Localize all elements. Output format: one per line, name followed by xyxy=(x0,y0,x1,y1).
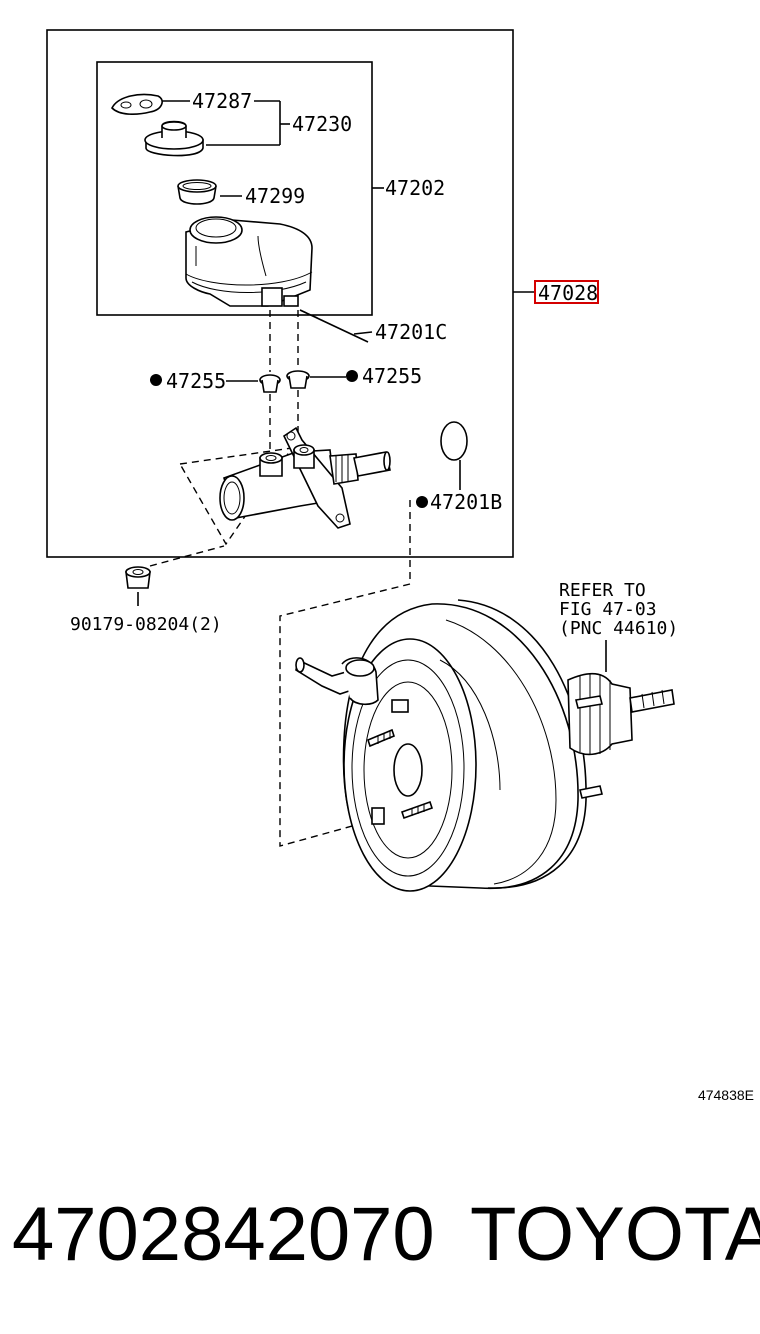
callout-47201B[interactable]: 47201B xyxy=(430,490,502,514)
nut-guide xyxy=(149,545,225,567)
callout-47255-right[interactable]: 47255 xyxy=(362,364,422,388)
leader-47201C xyxy=(353,331,373,335)
part-number: 4702842070 xyxy=(12,1192,435,1277)
refer-note-line-3[interactable]: (PNC 44610) xyxy=(559,618,678,639)
brand-name: TOYOTA xyxy=(470,1192,760,1277)
footer: 4702842070 TOYOTA xyxy=(0,1190,760,1280)
callout-47299[interactable]: 47299 xyxy=(245,184,305,208)
refer-note-line-2: FIG 47-03 xyxy=(559,599,657,620)
assembly-frame xyxy=(46,29,514,558)
brake-booster-part xyxy=(295,599,675,892)
callout-47230[interactable]: 47230 xyxy=(292,112,352,136)
figure-id: 474838E xyxy=(698,1087,754,1103)
refer-note-line-1: REFER TO xyxy=(559,580,646,601)
callout-47287[interactable]: 47287 xyxy=(192,89,252,113)
nut-part xyxy=(125,566,151,589)
grommet-right-part xyxy=(286,370,310,389)
new-part-dot-right xyxy=(346,370,358,382)
brake-master-cylinder-diagram: 47028 47287 47230 47299 xyxy=(46,29,754,1103)
new-part-dot-left xyxy=(150,374,162,386)
reservoir-cap-part xyxy=(144,120,204,157)
grommet-left-part xyxy=(259,374,281,393)
new-part-dot-47201B xyxy=(416,496,428,508)
cap-gasket-part xyxy=(111,93,163,115)
callout-47201C[interactable]: 47201C xyxy=(375,320,447,344)
highlight-box xyxy=(534,280,599,304)
callout-47255-left[interactable]: 47255 xyxy=(166,369,226,393)
reservoir-part xyxy=(185,216,313,307)
strainer-part xyxy=(177,179,217,205)
callout-47028[interactable]: 47028 xyxy=(538,281,598,305)
callout-90179-08204[interactable]: 90179-08204(2) xyxy=(70,614,222,635)
master-cylinder-part xyxy=(178,426,391,546)
pin-dash xyxy=(299,309,323,321)
booster-dashed-guide xyxy=(279,500,411,847)
callout-47202[interactable]: 47202 xyxy=(385,176,445,200)
oring-part xyxy=(440,421,468,461)
